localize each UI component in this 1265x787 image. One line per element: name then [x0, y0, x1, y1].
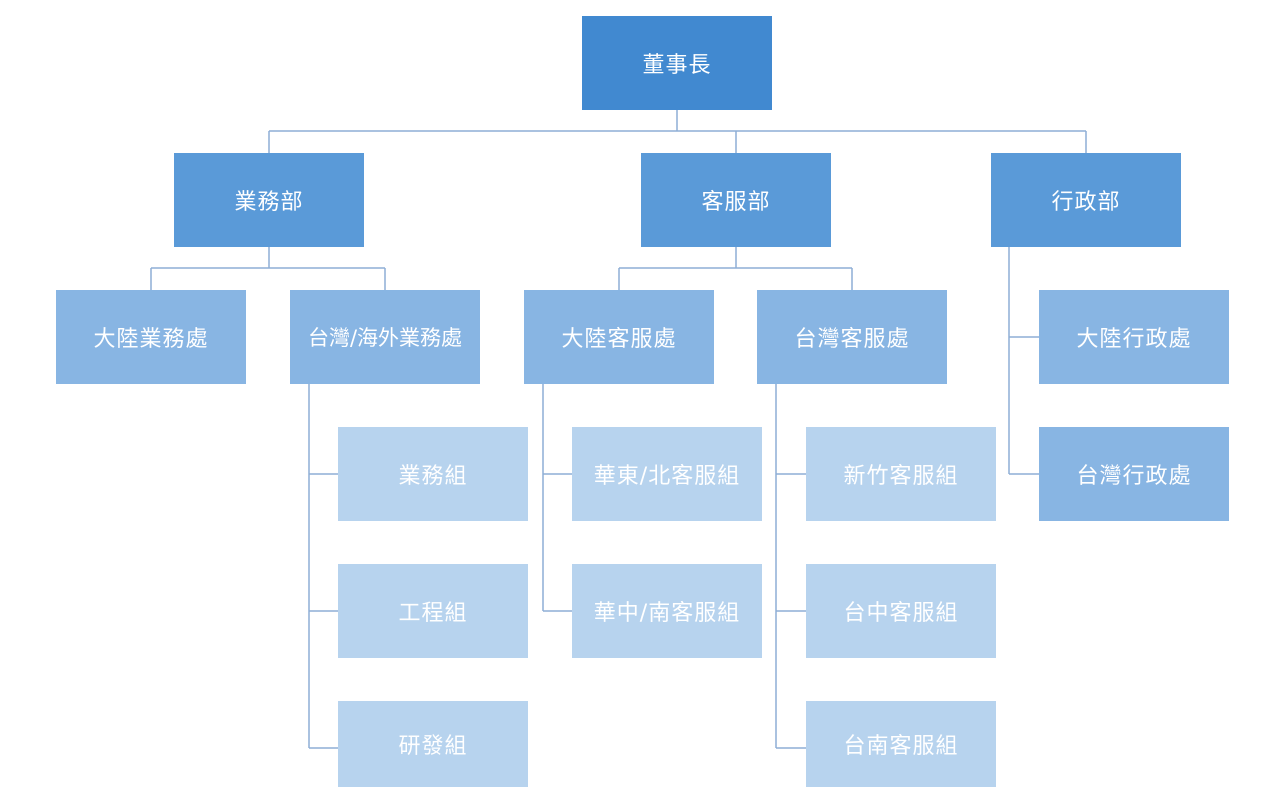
rd-team-label: 研發組 [398, 734, 468, 759]
east-north-cs-team-label: 華東/北客服組 [593, 464, 741, 489]
taichung-cs-team-box: 台中客服組 [806, 564, 996, 658]
sales-team-box: 業務組 [338, 427, 528, 521]
taiwan-admin-division-box: 台灣行政處 [1039, 427, 1229, 521]
mainland-cs-division-box: 大陸客服處 [524, 290, 714, 384]
engineering-team-label: 工程組 [398, 601, 468, 626]
sales-team-label: 業務組 [398, 464, 468, 489]
east-north-cs-team-box: 華東/北客服組 [572, 427, 762, 521]
central-south-cs-team-label: 華中/南客服組 [593, 601, 741, 626]
taiwan-cs-division-label: 台灣客服處 [794, 327, 910, 352]
tainan-cs-team-label: 台南客服組 [843, 734, 959, 759]
engineering-team-box: 工程組 [338, 564, 528, 658]
hsinchu-cs-team-box: 新竹客服組 [806, 427, 996, 521]
customer-service-department-label: 客服部 [701, 190, 771, 215]
taiwan-admin-division-label: 台灣行政處 [1076, 464, 1192, 489]
taiwan-overseas-sales-division-label: 台灣/海外業務處 [307, 326, 463, 350]
chairman-label: 董事長 [642, 53, 712, 78]
central-south-cs-team-box: 華中/南客服組 [572, 564, 762, 658]
hsinchu-cs-team-label: 新竹客服組 [843, 464, 959, 489]
taiwan-cs-division-box: 台灣客服處 [757, 290, 947, 384]
taichung-cs-team-label: 台中客服組 [843, 601, 959, 626]
tainan-cs-team-box: 台南客服組 [806, 701, 996, 787]
sales-department-box: 業務部 [174, 153, 364, 247]
chairman-box: 董事長 [582, 16, 772, 110]
sales-department-label: 業務部 [234, 190, 304, 215]
mainland-admin-division-box: 大陸行政處 [1039, 290, 1229, 384]
mainland-sales-division-box: 大陸業務處 [56, 290, 246, 384]
customer-service-department-box: 客服部 [641, 153, 831, 247]
mainland-sales-division-label: 大陸業務處 [93, 327, 209, 352]
taiwan-overseas-sales-division-box: 台灣/海外業務處 [290, 290, 480, 384]
mainland-admin-division-label: 大陸行政處 [1076, 327, 1192, 352]
mainland-cs-division-label: 大陸客服處 [561, 327, 677, 352]
rd-team-box: 研發組 [338, 701, 528, 787]
administration-department-box: 行政部 [991, 153, 1181, 247]
administration-department-label: 行政部 [1051, 190, 1121, 215]
